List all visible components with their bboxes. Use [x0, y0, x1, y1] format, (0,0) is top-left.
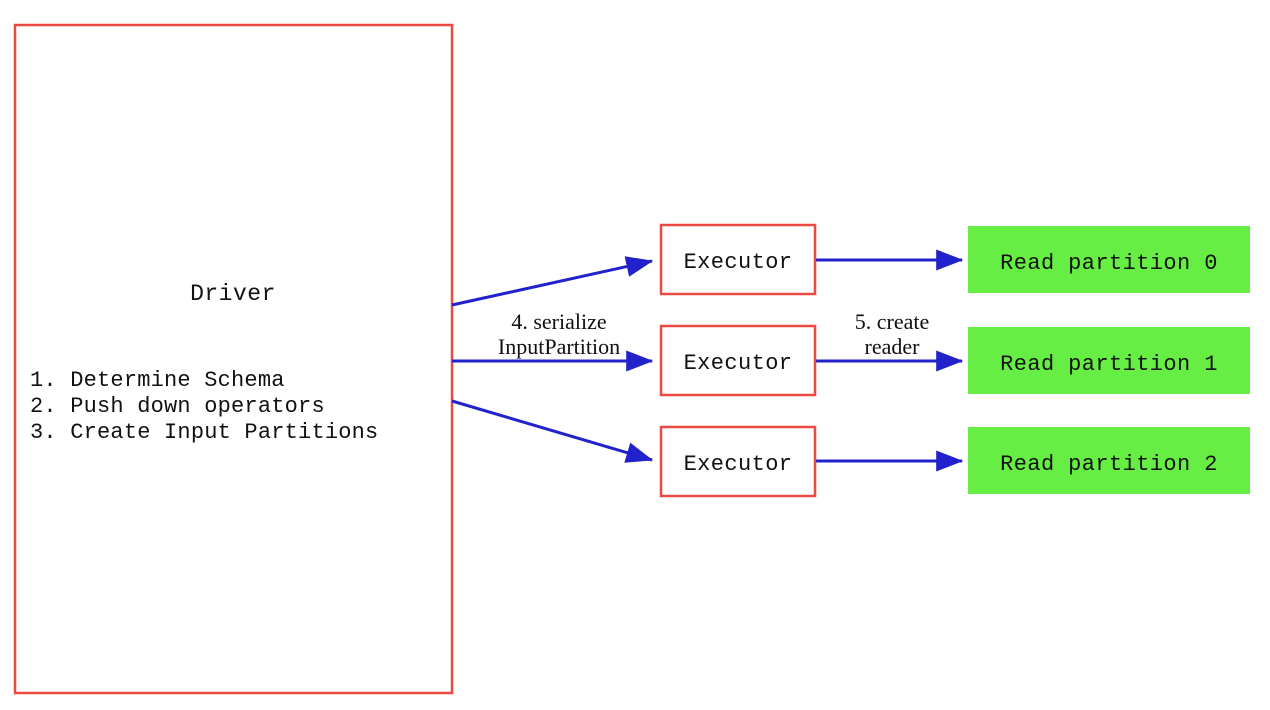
arrow-driver-to-executor-1: [451, 256, 654, 307]
driver-step-2: 2. Push down operators: [30, 394, 325, 419]
executor-label-1: Executor: [684, 250, 793, 275]
edge-label-serialize-line2: InputPartition: [498, 334, 620, 359]
partition-label-1: Read partition 0: [1000, 251, 1218, 276]
arrow-driver-to-executor-3: [451, 399, 654, 463]
driver-title: Driver: [190, 281, 276, 307]
edge-label-create-reader-line1: 5. create: [855, 309, 930, 334]
executor-box-2: [659, 324, 817, 397]
partition-box-3: [968, 427, 1250, 494]
partition-label-2: Read partition 1: [1000, 352, 1218, 377]
executor-box-1: [659, 223, 817, 296]
driver-step-3: 3. Create Input Partitions: [30, 420, 378, 445]
edge-label-serialize-line1: 4. serialize: [511, 309, 606, 334]
partition-label-3: Read partition 2: [1000, 452, 1218, 477]
executor-box-3: [659, 425, 817, 498]
executor-label-3: Executor: [684, 452, 793, 477]
partition-box-2: [968, 327, 1250, 394]
partition-box-1: [968, 226, 1250, 293]
executor-label-2: Executor: [684, 351, 793, 376]
edge-label-create-reader-line2: reader: [865, 334, 921, 359]
driver-step-1: 1. Determine Schema: [30, 368, 285, 393]
driver-box: [13, 23, 454, 695]
